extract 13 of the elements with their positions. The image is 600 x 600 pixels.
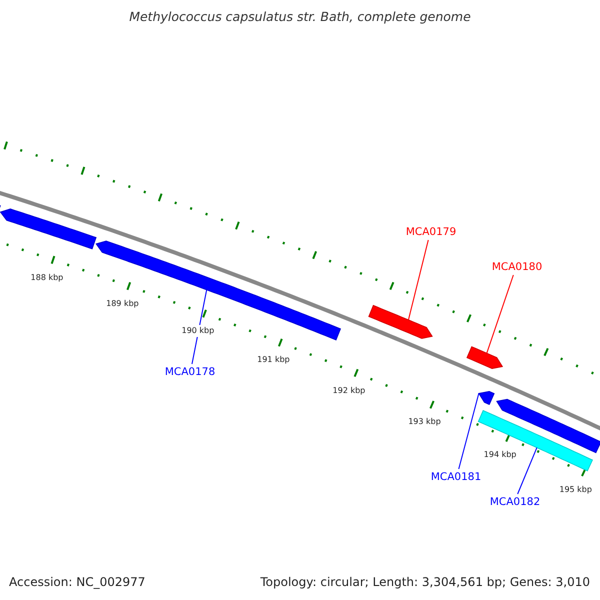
- genome-summary-text: Topology: circular; Length: 3,304,561 bp; Genes: 3,010: [260, 574, 590, 590]
- gene-segment: [478, 390, 495, 406]
- title: Methylococcus capsulatus str. Bath, complete genome: [128, 9, 472, 24]
- gene-segment: [368, 304, 433, 339]
- gene-segment: [466, 346, 504, 369]
- gene-segment: [478, 410, 594, 472]
- leader-line: [458, 392, 480, 470]
- leader-line: [486, 274, 514, 354]
- leader-line: [517, 447, 538, 494]
- accession-text: Accession: NC_002977: [9, 574, 146, 590]
- gene-segment: [95, 240, 342, 340]
- gene-segment: [0, 208, 97, 250]
- leader-line: [408, 240, 429, 320]
